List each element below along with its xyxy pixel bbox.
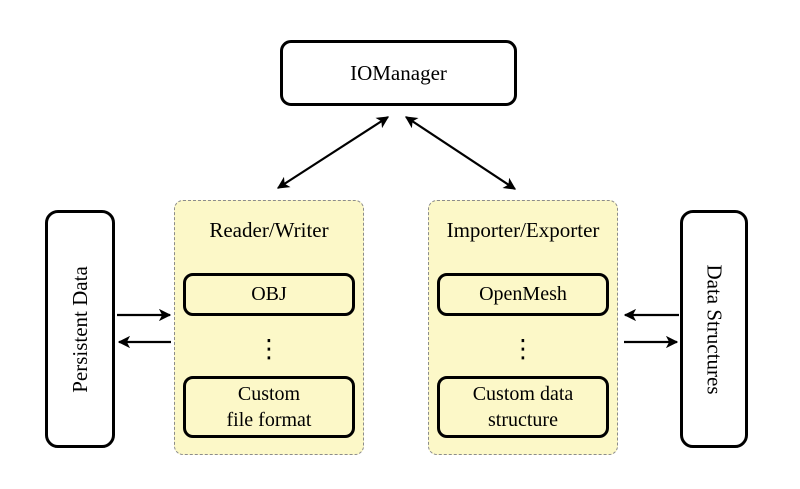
node-obj-label: OBJ <box>251 283 287 306</box>
group-reader-writer-title: Reader/Writer <box>209 218 329 242</box>
node-custom-file-format-line1: Custom <box>237 382 301 405</box>
node-persistent-data-label: Persistent Data <box>67 265 92 393</box>
node-custom-file-format-line2: file format <box>226 409 312 431</box>
node-custom-data-structure-line2: structure <box>488 409 558 431</box>
node-iomanager: IOManager <box>280 40 517 106</box>
node-data-structures-label: Data Structures <box>702 263 727 395</box>
arrow-iomanager-importerexporter <box>404 116 517 190</box>
group-importer-exporter: Importer/Exporter OpenMesh ⋮ Custom data… <box>428 200 618 455</box>
node-iomanager-label: IOManager <box>350 60 447 85</box>
ellipsis-reader-writer: ⋮ <box>256 333 282 363</box>
node-openmesh: OpenMesh <box>437 273 609 316</box>
group-reader-writer: Reader/Writer OBJ ⋮ Custom file format <box>174 200 364 455</box>
ellipsis-importer-exporter: ⋮ <box>510 333 536 363</box>
node-data-structures: Data Structures <box>680 210 748 448</box>
node-obj: OBJ <box>183 273 355 316</box>
node-custom-file-format: Custom file format <box>183 376 355 438</box>
node-custom-data-structure: Custom data structure <box>437 376 609 438</box>
group-importer-exporter-title: Importer/Exporter <box>446 218 600 242</box>
node-persistent-data: Persistent Data <box>45 210 115 448</box>
arrow-iomanager-readerwriter <box>276 116 390 189</box>
node-custom-data-structure-line1: Custom data <box>472 382 574 405</box>
node-openmesh-label: OpenMesh <box>479 283 567 306</box>
